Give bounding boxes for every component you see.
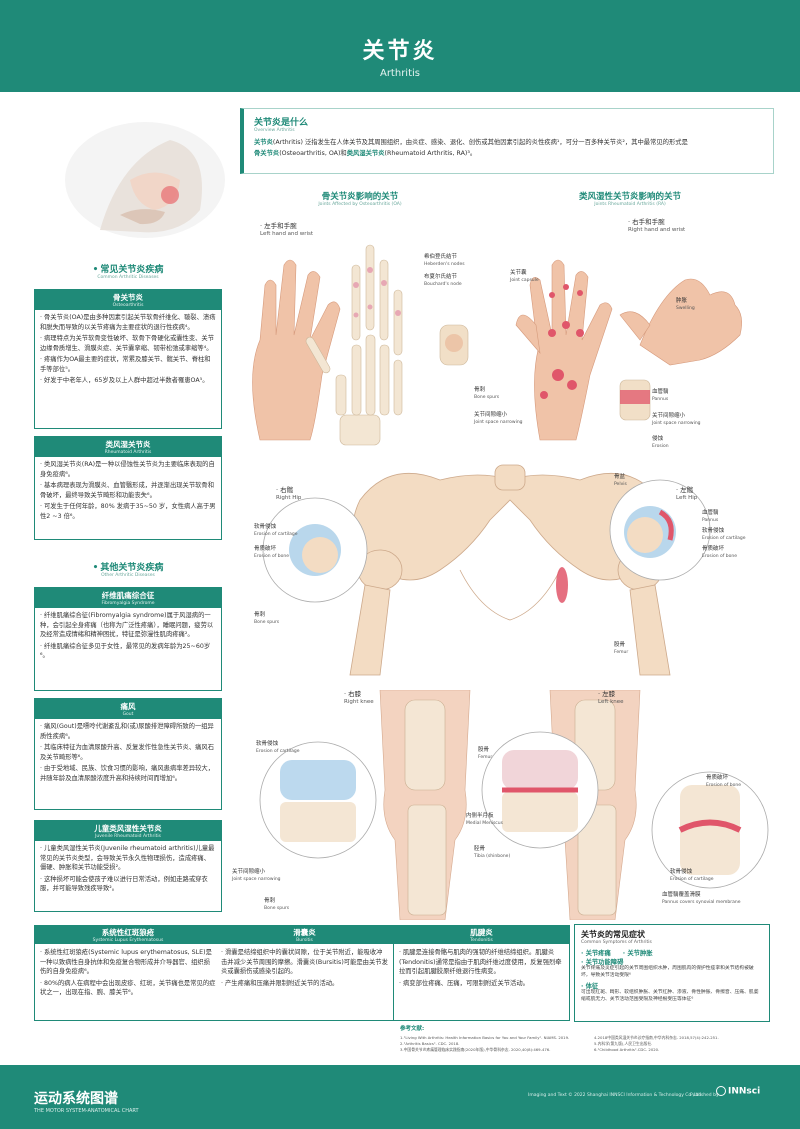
footer-copyright: Imaging and Text © 2022 Shanghai INNSCI … xyxy=(528,1093,703,1098)
common-diseases-heading: 常见关节炎疾病 Common Arthritic Diseases xyxy=(34,262,222,280)
page-title: 关节炎 xyxy=(362,39,438,64)
footer-published: Published by xyxy=(690,1093,719,1098)
footer-brand: 运动系统图谱 xyxy=(34,1091,118,1107)
overview-box: 关节炎是什么 Overview Arthritis 关节炎(Arthritis)… xyxy=(240,108,774,174)
symptoms-box: 关节炎的常见症状 Common Symptoms of Arthritis · … xyxy=(574,924,770,1022)
page-header: 关节炎 Arthritis xyxy=(0,0,800,92)
other-diseases-heading: 其他关节炎疾病 Other Arthritic Diseases xyxy=(34,560,222,578)
page-subtitle: Arthritis xyxy=(379,68,420,79)
knee-illustration xyxy=(259,690,769,920)
pelvis-illustration xyxy=(262,464,711,676)
innsci-logo: INNsci xyxy=(716,1086,762,1102)
hand-illustrations xyxy=(252,244,742,446)
knee-pain-illustration xyxy=(65,122,225,238)
footer-brand-en: THE MOTOR SYSTEM-ANATOMICAL CHART xyxy=(34,1108,139,1114)
references: 参考文献: 1."Living With Arthritis: Health I… xyxy=(400,1026,719,1052)
logo-mark-icon xyxy=(716,1086,726,1096)
page-footer: 运动系统图谱 THE MOTOR SYSTEM-ANATOMICAL CHART… xyxy=(0,1065,800,1129)
